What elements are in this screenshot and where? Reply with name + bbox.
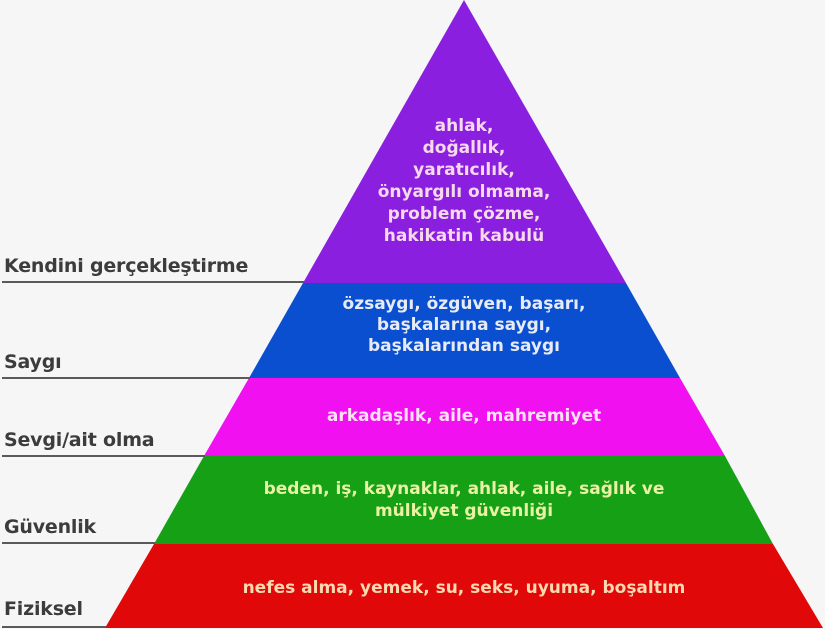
- pyramid-level-safety: [154, 456, 773, 544]
- pyramid-level-love-belonging: [204, 378, 725, 456]
- band-line: arkadaşlık, aile, mahremiyet: [326, 406, 602, 426]
- band-line: hakikatin kabulü: [383, 226, 545, 246]
- band-line: önyargılı olmama,: [377, 182, 551, 202]
- band-text-safety: beden, iş, kaynaklar, ahlak, aile, sağlı…: [214, 478, 714, 522]
- label-love-belonging: Sevgi/ait olma: [4, 429, 155, 451]
- band-line: nefes alma, yemek, su, seks, uyuma, boşa…: [242, 578, 686, 598]
- band-line: başkalarına saygı,: [376, 315, 552, 335]
- band-line: başkalarından saygı: [368, 336, 560, 356]
- leader-line-self-actualization: [2, 281, 304, 283]
- pyramid-level-esteem: [249, 283, 680, 378]
- pyramid-level-self-actualization: [303, 0, 626, 283]
- band-line: ahlak,: [434, 116, 494, 136]
- label-esteem: Saygı: [4, 351, 62, 373]
- band-line: problem çözme,: [387, 204, 541, 224]
- band-text-love-belonging: arkadaşlık, aile, mahremiyet: [264, 406, 664, 427]
- band-line: mülkiyet güvenliği: [374, 501, 554, 521]
- band-text-esteem: özsaygı, özgüven, başarı, başkalarına sa…: [314, 294, 614, 357]
- label-safety: Güvenlik: [4, 516, 96, 538]
- leader-line-love-belonging: [2, 455, 205, 457]
- label-physiological: Fiziksel: [4, 598, 83, 620]
- band-text-self-actualization: ahlak, doğallık, yaratıcılık, önyargılı …: [364, 115, 564, 247]
- band-line: yaratıcılık,: [413, 160, 515, 180]
- pyramid-level-physiological: [105, 544, 823, 628]
- band-line: doğallık,: [422, 138, 506, 158]
- band-line: özsaygı, özgüven, başarı,: [342, 294, 586, 314]
- leader-line-safety: [2, 542, 155, 544]
- band-line: beden, iş, kaynaklar, ahlak, aile, sağlı…: [263, 479, 665, 499]
- band-text-physiological: nefes alma, yemek, su, seks, uyuma, boşa…: [164, 578, 764, 599]
- label-self-actualization: Kendini gerçekleştirme: [4, 255, 249, 277]
- leader-line-physiological: [2, 626, 106, 628]
- leader-line-esteem: [2, 377, 250, 379]
